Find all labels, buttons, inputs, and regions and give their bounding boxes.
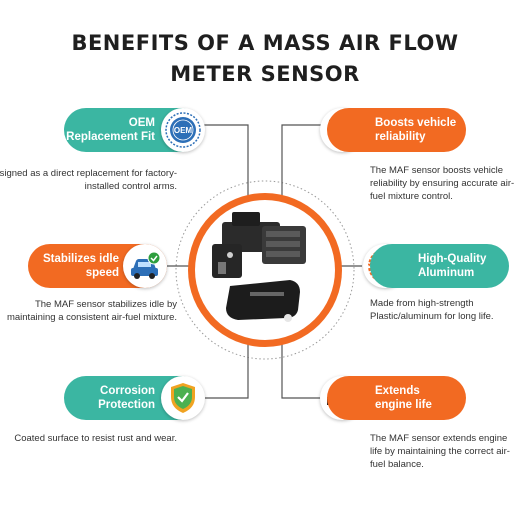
- benefit-quality-pill: High-Quality Aluminum: [370, 244, 509, 288]
- benefit-engine-description: The MAF sensor extends engine life by ma…: [370, 433, 510, 470]
- page-title-line-2: METER SENSOR: [170, 62, 360, 86]
- shield-check-icon: [161, 376, 205, 420]
- benefit-oem-title-line-2: Replacement Fit: [66, 131, 155, 143]
- oem-seal-text: OEM: [173, 125, 193, 135]
- benefit-engine-pill: Extends engine life: [327, 376, 466, 420]
- benefit-boosts-description: The MAF sensor boosts vehicle reliabilit…: [370, 165, 515, 202]
- benefit-boosts-pill: Boosts vehicle reliability: [327, 108, 466, 152]
- benefit-oem-description: Designed as a direct replacement for fac…: [0, 168, 177, 192]
- page-title-line-1: BENEFITS OF A MASS AIR FLOW: [71, 31, 459, 55]
- benefit-idle-title-line-2: speed: [85, 267, 119, 279]
- car-check-icon: [123, 244, 167, 288]
- benefit-engine-title-line-1: Extends: [375, 385, 420, 397]
- benefit-quality-description: Made from high-strength Plastic/aluminum…: [370, 298, 494, 322]
- benefit-boosts-title-line-1: Boosts vehicle: [375, 117, 457, 129]
- benefit-quality-title-line-1: High-Quality: [418, 253, 487, 265]
- product-image: [188, 193, 342, 347]
- benefit-corrosion-description: Coated surface to resist rust and wear.: [14, 433, 177, 444]
- benefit-corrosion-title-line-2: Protection: [98, 399, 155, 411]
- benefit-boosts-title-line-2: reliability: [375, 131, 426, 143]
- oem-seal-icon: OEM: [161, 108, 205, 152]
- benefit-corrosion-title-line-1: Corrosion: [100, 385, 155, 397]
- benefit-idle-description: The MAF sensor stabilizes idle by mainta…: [6, 299, 177, 323]
- benefit-quality-title-line-2: Aluminum: [418, 267, 475, 279]
- benefit-engine-title-line-2: engine life: [375, 399, 432, 411]
- benefit-oem-title-line-1: OEM: [128, 117, 155, 129]
- benefit-idle-title-line-1: Stabilizes idle: [42, 253, 119, 265]
